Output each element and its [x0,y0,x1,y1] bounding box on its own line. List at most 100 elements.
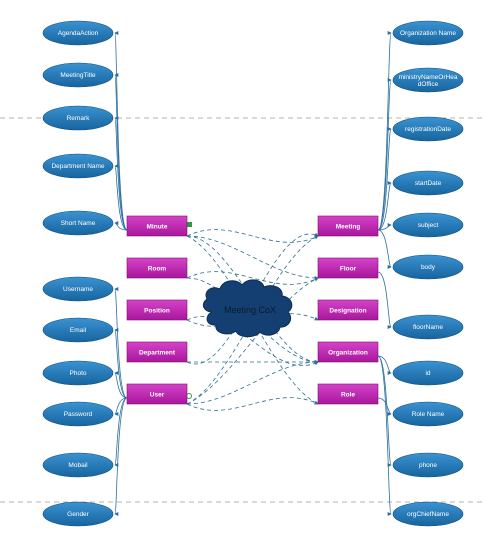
attribute-phone[interactable]: phone [392,452,464,478]
entity-role[interactable]: Role [317,383,379,405]
relationship-link [186,235,319,280]
entity-label: Floor [340,265,357,272]
attribute-label: Photo [70,370,87,377]
attribute-label: Remark [67,115,91,122]
attribute-remark[interactable]: Remark [42,105,114,131]
entity-minute[interactable]: Minute [126,215,188,237]
entity-label: Meeting [336,223,361,230]
attribute-department-name[interactable]: Department Name [42,153,114,179]
attribute-connector [114,397,128,416]
entity-room[interactable]: Room [126,257,188,279]
attribute-connector [114,221,128,231]
attribute-label: Password [64,411,93,418]
attribute-subject[interactable]: subject [392,212,464,238]
relationship-link [186,271,319,285]
attribute-connector [377,355,392,375]
attribute-label: Short Name [61,220,96,227]
attribute-connector [377,355,392,516]
entity-label: Organization [328,349,368,356]
attribute-id[interactable]: id [392,360,464,386]
attribute-connector [114,287,128,399]
attribute-label: Username [63,286,93,293]
attribute-label: Role Name [412,411,445,418]
diagram-nodes: AgendaActionMeetingTitleRemarkDepartment… [42,20,464,527]
attribute-label: AgendaAction [58,30,99,37]
attribute-agendaaction[interactable]: AgendaAction [42,20,114,46]
entity-position[interactable]: Position [126,299,188,321]
attribute-connector [377,271,392,329]
attribute-registrationdate[interactable]: registrationDate [392,116,464,142]
entity-organization[interactable]: Organization [317,341,379,363]
attribute-connector [377,127,392,231]
attribute-connector [114,73,128,231]
attribute-username[interactable]: Username [42,276,114,302]
attribute-label: body [421,264,436,271]
relationship-link [186,360,319,405]
attribute-connector [114,397,128,467]
entity-floor[interactable]: Floor [317,257,379,279]
attribute-meetingtitle[interactable]: MeetingTitle [42,62,114,88]
attribute-connector [377,31,392,231]
attribute-connector [114,164,128,231]
relationship-link [186,313,319,327]
attribute-role-name[interactable]: Role Name [392,401,464,427]
attribute-label: MeetingTitle [60,72,96,79]
attribute-connector [114,31,128,231]
meeting-cloud[interactable]: Meeting CoX [202,279,293,338]
attribute-password[interactable]: Password [42,401,114,427]
attribute-connector [377,181,392,231]
attribute-label: phone [419,462,437,469]
entity-department[interactable]: Department [126,341,188,363]
attribute-connectors [114,31,392,516]
entity-label: Room [148,265,167,272]
entity-meeting[interactable]: Meeting [317,215,379,237]
link-endpoint-marker [187,222,192,227]
attribute-label: Email [70,327,87,334]
entity-label: Position [144,307,170,314]
relationship-link [186,277,319,405]
attribute-floorname[interactable]: floorName [392,314,464,340]
attribute-body[interactable]: body [392,254,464,280]
attribute-email[interactable]: Email [42,317,114,343]
attribute-connector [114,116,128,231]
attribute-label: registrationDate [405,126,451,133]
attribute-connector [377,229,392,269]
attribute-connector [114,328,128,399]
relationship-link [186,229,319,243]
relationship-link [186,232,319,365]
entity-label: Department [139,349,176,356]
attribute-label: Mobail [68,462,88,469]
attribute-label: subject [418,222,439,229]
entity-designation[interactable]: Designation [317,299,379,321]
attribute-organization-name[interactable]: Organization Name [392,20,464,46]
attribute-orgchiefname[interactable]: orgChiefName [392,501,464,527]
attribute-gender[interactable]: Gender [42,501,114,527]
attribute-short-name[interactable]: Short Name [42,210,114,236]
attribute-label: orgChiefName [407,511,449,518]
attribute-connector [377,397,392,416]
entity-label: User [150,391,165,398]
attribute-label: Gender [67,511,90,518]
attribute-label: Department Name [51,163,104,170]
center-label: Meeting CoX [224,305,276,315]
attribute-label: floorName [413,324,443,331]
relationship-link [186,397,319,411]
entity-label: Role [341,391,355,398]
attribute-connector [114,371,128,399]
attribute-photo[interactable]: Photo [42,360,114,386]
attribute-connector [114,397,128,516]
entity-user[interactable]: User [126,383,188,405]
attribute-connector [377,78,392,231]
attribute-label: id [425,370,430,377]
entity-label: Designation [329,307,366,314]
attribute-label: startDate [415,180,442,187]
attribute-startdate[interactable]: startDate [392,170,464,196]
entity-label: Minute [147,223,168,230]
attribute-mobail[interactable]: Mobail [42,452,114,478]
attribute-label: Organization Name [400,30,456,37]
attribute-connector [377,223,392,231]
attribute-connector [377,355,392,467]
